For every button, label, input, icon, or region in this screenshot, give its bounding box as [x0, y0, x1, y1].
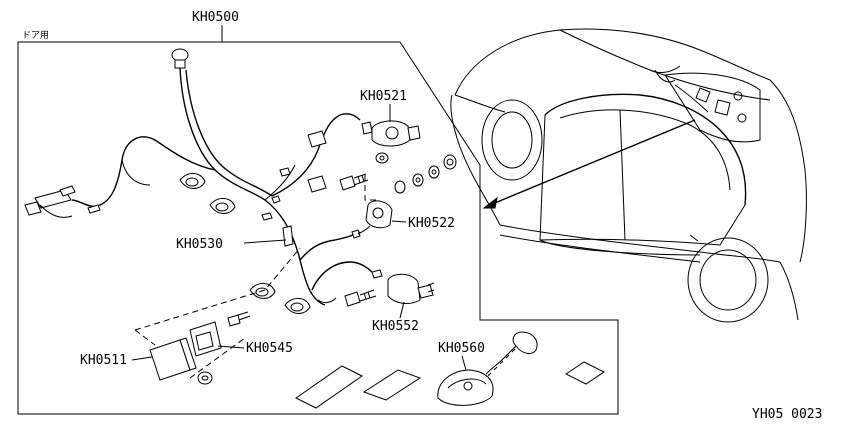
- pointer-arrow-head: [482, 196, 498, 209]
- pad-middle: [362, 369, 422, 401]
- washers-row: [394, 154, 457, 194]
- kh0560-leader: [461, 355, 467, 371]
- figure-code: YH05 0023: [752, 407, 822, 422]
- kh0522-label: KH0522: [408, 216, 455, 231]
- kh0530-leader: [243, 239, 287, 244]
- kh0511-label: KH0511: [80, 353, 127, 368]
- wiring-harness: [24, 48, 373, 306]
- pad-right: [565, 361, 605, 385]
- kh0530-clip: [282, 225, 294, 247]
- pad-left: [295, 365, 363, 409]
- kh0552-switch: [371, 269, 435, 304]
- kh0522-leader: [391, 220, 407, 223]
- door-label: ドア用: [22, 30, 49, 41]
- car-illustration: [450, 28, 807, 323]
- kh0530-label: KH0530: [176, 237, 223, 252]
- kh0521-switch: [361, 120, 421, 164]
- kh0511-leader: [131, 356, 153, 361]
- bolt-lower: [344, 289, 377, 307]
- kh0560-label: KH0560: [438, 341, 485, 356]
- kh0521-label: KH0521: [360, 89, 407, 104]
- kh0552-leader: [399, 301, 405, 319]
- assembly-code-label: KH0500: [192, 10, 239, 25]
- bolt-upper: [339, 173, 369, 191]
- kh0545-leader: [217, 345, 245, 349]
- pointer-arrow: [489, 119, 696, 206]
- kh0522-switch: [351, 175, 393, 239]
- kh0545-label: KH0545: [246, 341, 293, 356]
- lower-left-assembly: [134, 247, 301, 385]
- kh0552-label: KH0552: [372, 319, 419, 334]
- kh0560-key-fob: [437, 331, 538, 406]
- diagram-frame: [17, 41, 619, 415]
- adhesive-pads: [307, 130, 327, 193]
